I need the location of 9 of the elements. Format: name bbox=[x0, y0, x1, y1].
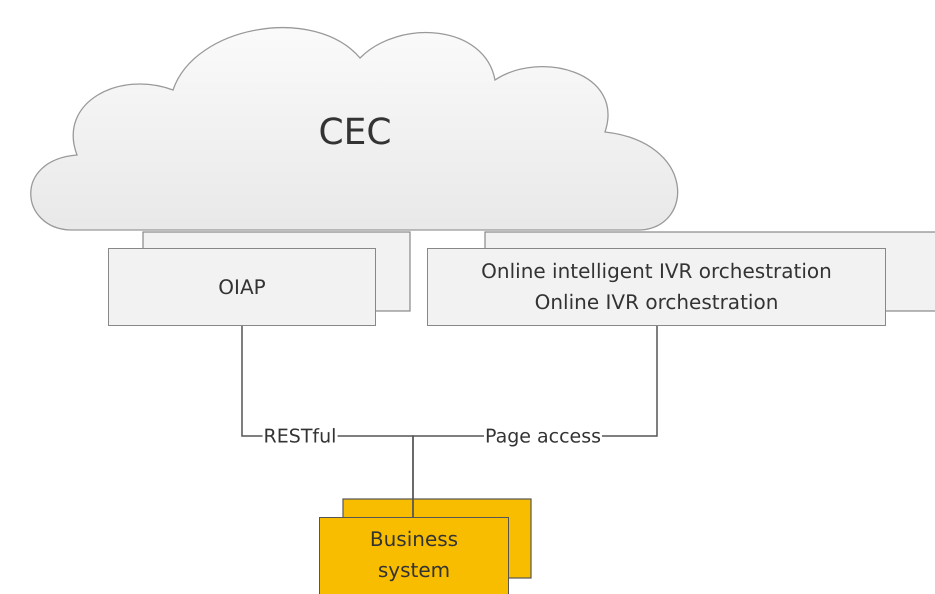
box-label: Online intelligent IVR orchestration bbox=[481, 258, 832, 285]
process-box bbox=[427, 248, 886, 326]
box-label: OIAP bbox=[218, 274, 266, 300]
edge-label: Page access bbox=[484, 426, 602, 448]
box-label: Business system bbox=[368, 526, 460, 584]
process-box bbox=[108, 248, 376, 326]
system-box bbox=[319, 517, 509, 594]
box-label: Online IVR orchestration bbox=[534, 289, 778, 316]
cloud-label: CEC bbox=[318, 111, 392, 155]
